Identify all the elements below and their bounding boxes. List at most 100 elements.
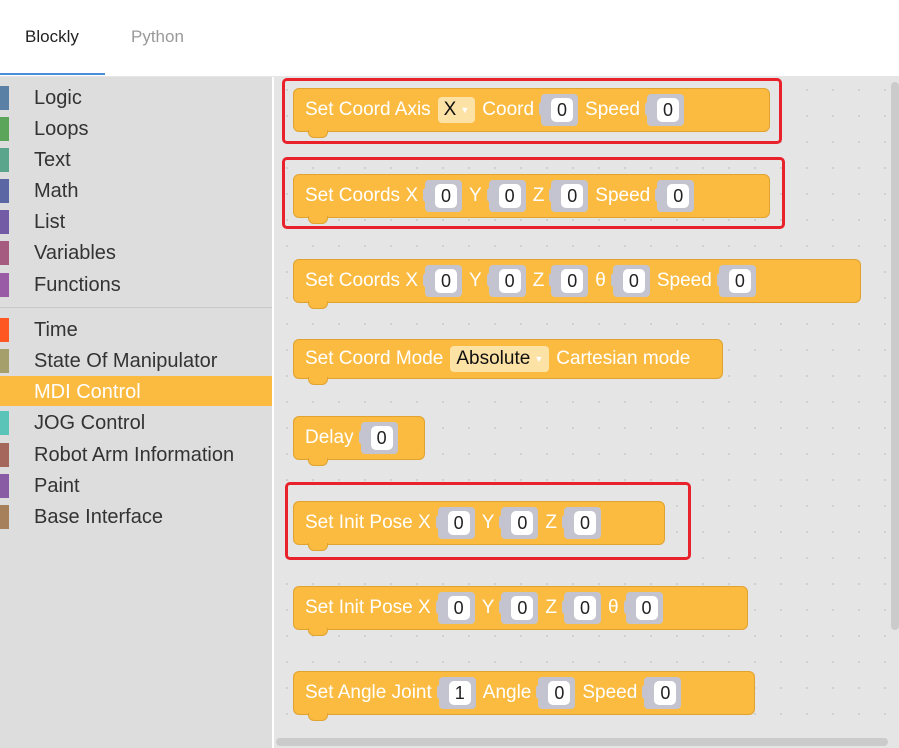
theta-label: θ (595, 270, 606, 291)
category-color-swatch (0, 86, 9, 110)
speed-input[interactable]: 0 (654, 681, 677, 705)
category-label: Functions (34, 274, 121, 296)
delay-input[interactable]: 0 (370, 426, 393, 450)
category-jog-control[interactable]: JOG Control (0, 407, 272, 437)
theta-input[interactable]: 0 (635, 596, 658, 620)
block-set-coords-xyzt[interactable]: Set Coords X 0 Y 0 Z 0 θ 0 Speed 0 (293, 259, 861, 309)
z-input[interactable]: 0 (561, 184, 584, 208)
category-color-swatch (0, 443, 9, 467)
block-title: Set Init Pose X (305, 597, 431, 618)
category-state-of-manipulator[interactable]: State Of Manipulator (0, 345, 272, 375)
coord-mode-dropdown[interactable]: Absolute▼ (450, 346, 550, 372)
category-label: Paint (34, 475, 80, 497)
category-base-interface[interactable]: Base Interface (0, 501, 272, 531)
category-color-swatch (0, 117, 9, 141)
category-separator (0, 307, 272, 308)
angle-label: Angle (482, 682, 532, 703)
speed-input-slot: 0 (655, 180, 695, 212)
block-set-coord-axis[interactable]: Set Coord Axis X▼ Coord 0 Speed 0 (293, 88, 770, 138)
coord-input-slot: 0 (539, 94, 579, 126)
category-label: MDI Control (34, 381, 141, 403)
y-label: Y (469, 185, 482, 206)
speed-label: Speed (595, 185, 651, 206)
z-input[interactable]: 0 (573, 596, 596, 620)
category-variables[interactable]: Variables (0, 237, 272, 267)
block-title: Delay (305, 427, 354, 448)
coord-label: Coord (482, 99, 535, 120)
y-input-slot: 0 (486, 265, 526, 297)
x-input[interactable]: 0 (447, 511, 470, 535)
y-input[interactable]: 0 (498, 269, 521, 293)
theta-label: θ (607, 597, 619, 618)
tab-python[interactable]: Python (131, 27, 184, 46)
category-color-swatch (0, 210, 9, 234)
speed-label: Speed (585, 99, 640, 120)
block-set-coords-xyz[interactable]: Set Coords X 0 Y 0 Z 0 Speed 0 (293, 174, 770, 224)
speed-input[interactable]: 0 (656, 98, 679, 122)
x-input[interactable]: 0 (435, 184, 457, 208)
angle-input[interactable]: 0 (548, 681, 571, 705)
category-color-swatch (0, 505, 9, 529)
delay-input-slot: 0 (358, 422, 398, 454)
category-label: Logic (34, 87, 82, 109)
z-label: Z (532, 270, 545, 291)
flyout-horizontal-scrollbar[interactable] (276, 738, 888, 746)
block-set-angle-joint[interactable]: Set Angle Joint 1 Angle 0 Speed 0 (293, 671, 755, 721)
category-paint[interactable]: Paint (0, 470, 272, 500)
axis-dropdown[interactable]: X▼ (437, 97, 476, 123)
x-input-slot: 0 (435, 592, 475, 624)
block-set-init-pose-xyzt[interactable]: Set Init Pose X 0 Y 0 Z 0 θ 0 (293, 586, 748, 636)
chevron-down-icon: ▼ (460, 105, 470, 115)
category-label: List (34, 211, 66, 233)
y-input-slot: 0 (499, 507, 539, 539)
category-robot-arm-information[interactable]: Robot Arm Information (0, 439, 272, 469)
category-mdi-control[interactable]: MDI Control (0, 376, 272, 406)
y-label: Y (481, 512, 495, 533)
axis-value: X (443, 99, 457, 120)
y-label: Y (469, 270, 482, 291)
coord-mode-suffix: Cartesian mode (556, 348, 691, 369)
coord-input[interactable]: 0 (551, 98, 574, 122)
x-input[interactable]: 0 (435, 269, 457, 293)
flyout-vertical-scrollbar[interactable] (891, 82, 899, 630)
block-delay[interactable]: Delay 0 (293, 416, 425, 466)
speed-input[interactable]: 0 (667, 184, 690, 208)
y-input[interactable]: 0 (498, 184, 521, 208)
block-set-init-pose-xyz[interactable]: Set Init Pose X 0 Y 0 Z 0 (293, 501, 665, 551)
category-logic[interactable]: Logic (0, 82, 272, 112)
theta-input[interactable]: 0 (622, 269, 645, 293)
speed-input-slot: 0 (716, 265, 756, 297)
x-input-slot: 0 (435, 507, 475, 539)
category-color-swatch (0, 474, 9, 498)
x-input-slot: 0 (423, 265, 462, 297)
category-text[interactable]: Text (0, 144, 272, 174)
block-set-coord-mode[interactable]: Set Coord Mode Absolute▼ Cartesian mode (293, 339, 723, 385)
category-functions[interactable]: Functions (0, 269, 272, 299)
category-loops[interactable]: Loops (0, 113, 272, 143)
x-input[interactable]: 0 (447, 596, 470, 620)
category-time[interactable]: Time (0, 314, 272, 344)
category-label: Loops (34, 118, 89, 140)
category-toolbox: Logic Loops Text Math List Variables Fun… (0, 77, 272, 748)
joint-input[interactable]: 1 (448, 681, 471, 705)
chevron-down-icon: ▼ (534, 354, 544, 364)
y-input-slot: 0 (486, 180, 526, 212)
z-input[interactable]: 0 (561, 269, 584, 293)
theta-input-slot: 0 (623, 592, 663, 624)
z-input-slot: 0 (549, 180, 589, 212)
block-title: Set Coord Axis (305, 99, 431, 120)
category-math[interactable]: Math (0, 175, 272, 205)
speed-input[interactable]: 0 (728, 269, 751, 293)
x-input-slot: 0 (423, 180, 462, 212)
z-input-slot: 0 (561, 592, 601, 624)
category-color-swatch (0, 380, 9, 404)
category-color-swatch (0, 318, 9, 342)
category-label: Base Interface (34, 506, 163, 528)
category-list[interactable]: List (0, 206, 272, 236)
z-input[interactable]: 0 (573, 511, 596, 535)
y-input[interactable]: 0 (511, 596, 534, 620)
y-input[interactable]: 0 (511, 511, 534, 535)
block-title: Set Angle Joint (305, 682, 432, 703)
active-tab-indicator (0, 73, 105, 75)
tab-blockly[interactable]: Blockly (25, 27, 79, 46)
